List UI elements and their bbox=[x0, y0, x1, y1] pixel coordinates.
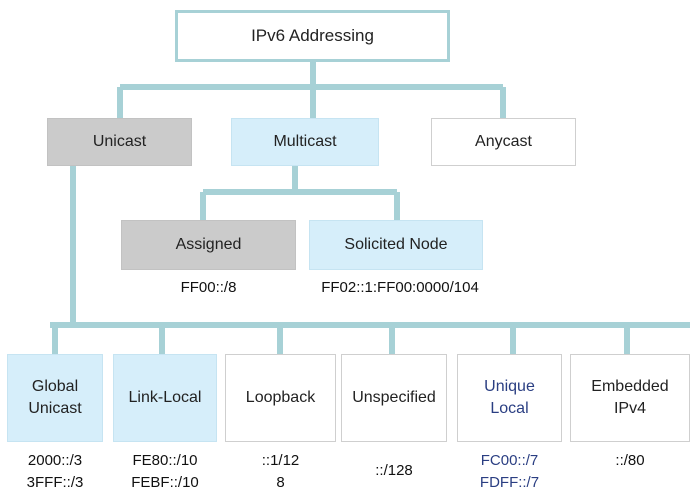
unspecified-prefix: ::/128 bbox=[341, 460, 447, 482]
anycast-label: Anycast bbox=[475, 133, 532, 150]
solicited-node-label: Solicited Node bbox=[344, 236, 448, 253]
assigned-label: Assigned bbox=[175, 236, 242, 253]
root-label: IPv6 Addressing bbox=[251, 26, 374, 45]
link-local-label: Link-Local bbox=[128, 389, 202, 406]
global-unicast-box: Global Unicast bbox=[7, 354, 103, 442]
unique-local-label: Unique Local bbox=[484, 378, 535, 417]
embedded-ipv4-label: Embedded IPv4 bbox=[591, 378, 669, 417]
global-unicast-prefix: 2000::/3 3FFF::/3 bbox=[7, 450, 103, 494]
assigned-prefix: FF00::/8 bbox=[180, 279, 237, 296]
prefix-line: FC00::/7 bbox=[480, 452, 539, 469]
embedded-ipv4-prefix: ::/80 bbox=[570, 450, 690, 472]
prefix-line: 3FFF::/3 bbox=[26, 474, 84, 491]
prefix-line: ::1/12 bbox=[261, 452, 300, 469]
prefix-line: 8 bbox=[276, 474, 285, 491]
assigned-box: Assigned bbox=[121, 220, 296, 270]
loopback-box: Loopback bbox=[225, 354, 336, 442]
unique-local-prefix: FC00::/7 FDFF::/7 bbox=[457, 450, 562, 494]
prefix-line: ::/128 bbox=[375, 462, 413, 479]
link-local-box: Link-Local bbox=[113, 354, 217, 442]
global-unicast-label: Global Unicast bbox=[28, 378, 82, 417]
unicast-box: Unicast bbox=[47, 118, 192, 166]
prefix-line: 2000::/3 bbox=[27, 452, 83, 469]
loopback-prefix: ::1/12 8 bbox=[225, 450, 336, 494]
multicast-box: Multicast bbox=[231, 118, 379, 166]
solicited-node-prefix: FF02::1:FF00:0000/104 bbox=[321, 279, 479, 296]
embedded-ipv4-box: Embedded IPv4 bbox=[570, 354, 690, 442]
multicast-label: Multicast bbox=[273, 133, 337, 150]
prefix-line: ::/80 bbox=[615, 452, 645, 469]
solicited-node-box: Solicited Node bbox=[309, 220, 483, 270]
unspecified-box: Unspecified bbox=[341, 354, 447, 442]
root-box: IPv6 Addressing bbox=[175, 10, 450, 62]
anycast-box: Anycast bbox=[431, 118, 576, 166]
prefix-line: FE80::/10 bbox=[132, 452, 198, 469]
unspecified-label: Unspecified bbox=[352, 389, 436, 406]
unique-local-box: Unique Local bbox=[457, 354, 562, 442]
unicast-label: Unicast bbox=[92, 133, 147, 150]
prefix-line: FDFF::/7 bbox=[479, 474, 540, 491]
prefix-line: FEBF::/10 bbox=[131, 474, 199, 491]
link-local-prefix: FE80::/10 FEBF::/10 bbox=[113, 450, 217, 494]
loopback-label: Loopback bbox=[245, 389, 316, 406]
